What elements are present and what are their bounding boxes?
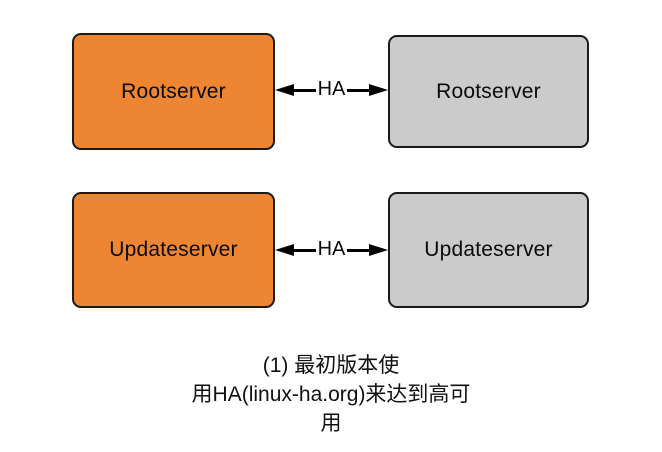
- updateserver-primary-label: Updateserver: [109, 238, 238, 261]
- rootserver-primary-label: Rootserver: [121, 79, 226, 103]
- updateserver-secondary-node: Updateserver: [388, 192, 589, 308]
- arrowhead-right-icon: [369, 84, 389, 96]
- updateserver-secondary-label: Updateserver: [424, 238, 553, 261]
- arrowhead-left-icon: [275, 84, 294, 96]
- rootserver-primary-node: Rootserver: [72, 33, 275, 150]
- link-line-left-segment: [294, 88, 316, 92]
- link-line-right-segment: [347, 88, 370, 92]
- caption-line-2: 用HA(linux-ha.org)来达到高可: [191, 383, 471, 406]
- caption-line-1: (1) 最初版本使: [262, 354, 400, 377]
- ha-link-updateserver: HA: [275, 238, 389, 261]
- caption-line-3: 用: [320, 412, 342, 435]
- arrowhead-left-icon: [275, 244, 294, 256]
- ha-link-label: HA: [317, 78, 346, 100]
- rootserver-secondary-node: Rootserver: [388, 35, 589, 148]
- updateserver-primary-node: Updateserver: [72, 192, 275, 308]
- diagram-caption: (1) 最初版本使 用HA(linux-ha.org)来达到高可 用: [0, 351, 662, 438]
- ha-link-label: HA: [317, 238, 346, 260]
- link-line-right-segment: [347, 248, 370, 252]
- ha-link-rootserver: HA: [275, 78, 389, 101]
- link-line-left-segment: [294, 248, 316, 252]
- arrowhead-right-icon: [369, 244, 389, 256]
- rootserver-secondary-label: Rootserver: [436, 79, 541, 103]
